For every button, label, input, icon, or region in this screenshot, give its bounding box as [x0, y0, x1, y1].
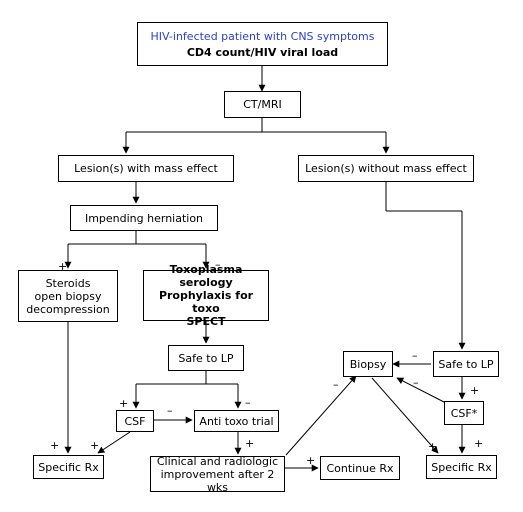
csf-left-box: CSF: [116, 410, 154, 432]
plus-specific-left-b: +: [90, 439, 100, 452]
ctmri-label: CT/MRI: [243, 98, 282, 111]
nomass-label: Lesion(s) without mass effect: [305, 162, 467, 175]
plus-clinical: +: [245, 437, 255, 450]
plus-specific-right-a: +: [428, 440, 438, 453]
nomass-box: Lesion(s) without mass effect: [298, 155, 474, 182]
toxo-box: Toxoplasma serology Prophylaxis for toxo…: [143, 263, 269, 328]
plus-csf-left: +: [119, 397, 129, 410]
arrow-csfstar-to-biopsy: [396, 377, 445, 403]
minus-safelp-biopsy: –: [412, 349, 418, 362]
plus-specific-right-b: +: [474, 437, 484, 450]
mass-box: Lesion(s) with mass effect: [58, 155, 234, 182]
continue-label: Continue Rx: [326, 461, 394, 475]
biopsy-label: Biopsy: [349, 357, 387, 371]
steroids-line-2: open biopsy: [34, 289, 102, 303]
clinical-line-2: improvement after 2 wks: [160, 467, 275, 494]
minus-antitoxo: –: [245, 396, 251, 409]
plus-safelp-csfstar: +: [470, 384, 480, 397]
start-box: HIV-infected patient with CNS symptoms C…: [137, 22, 388, 66]
mass-label: Lesion(s) with mass effect: [74, 162, 218, 175]
safe-lp-left-box: Safe to LP: [168, 345, 244, 371]
safe-lp-right-box: Safe to LP: [433, 351, 499, 377]
anti-toxo-box: Anti toxo trial: [194, 410, 279, 432]
toxo-line-3: SPECT: [186, 315, 226, 328]
csf-left-label: CSF: [124, 414, 146, 428]
csf-star-box: CSF*: [444, 401, 484, 425]
safe-lp-left-label: Safe to LP: [178, 351, 234, 365]
steroids-box: Steroids open biopsy decompression: [18, 270, 118, 322]
steroids-line-1: Steroids: [45, 276, 91, 290]
clinical-box: Clinical and radiologic improvement afte…: [150, 454, 285, 494]
minus-csfstar-biopsy: –: [413, 376, 419, 389]
ctmri-box: CT/MRI: [224, 91, 301, 118]
arrow-csf-to-specific: [97, 431, 131, 454]
csf-star-label: CSF*: [450, 406, 478, 420]
arrow-biopsy-to-specific: [371, 377, 439, 454]
herniation-box: Impending herniation: [70, 205, 218, 231]
toxo-line-1: Toxoplasma serology: [169, 263, 243, 289]
specific-right-box: Specific Rx: [426, 455, 497, 479]
specific-left-label: Specific Rx: [38, 460, 99, 474]
specific-right-label: Specific Rx: [431, 460, 492, 474]
anti-toxo-label: Anti toxo trial: [199, 414, 274, 428]
biopsy-box: Biopsy: [343, 351, 393, 377]
minus-toxo: –: [215, 258, 221, 271]
toxo-line-2: Prophylaxis for toxo: [158, 289, 254, 315]
plus-steroids: +: [58, 260, 68, 273]
start-line-2: CD4 count/HIV viral load: [186, 45, 339, 59]
start-line-1: HIV-infected patient with CNS symptoms: [150, 29, 375, 43]
safe-lp-right-label: Safe to LP: [438, 357, 494, 371]
specific-left-box: Specific Rx: [33, 455, 104, 479]
plus-specific-left-a: +: [50, 439, 60, 452]
clinical-line-1: Clinical and radiologic: [156, 454, 279, 468]
plus-continue: +: [306, 454, 316, 467]
herniation-label: Impending herniation: [84, 211, 204, 225]
continue-box: Continue Rx: [320, 456, 400, 480]
minus-csf-to-antitoxo: –: [167, 404, 173, 417]
minus-biopsy-clinical: –: [333, 378, 339, 391]
steroids-line-3: decompression: [26, 302, 110, 316]
arrow-clinical-to-biopsy: [285, 375, 357, 456]
